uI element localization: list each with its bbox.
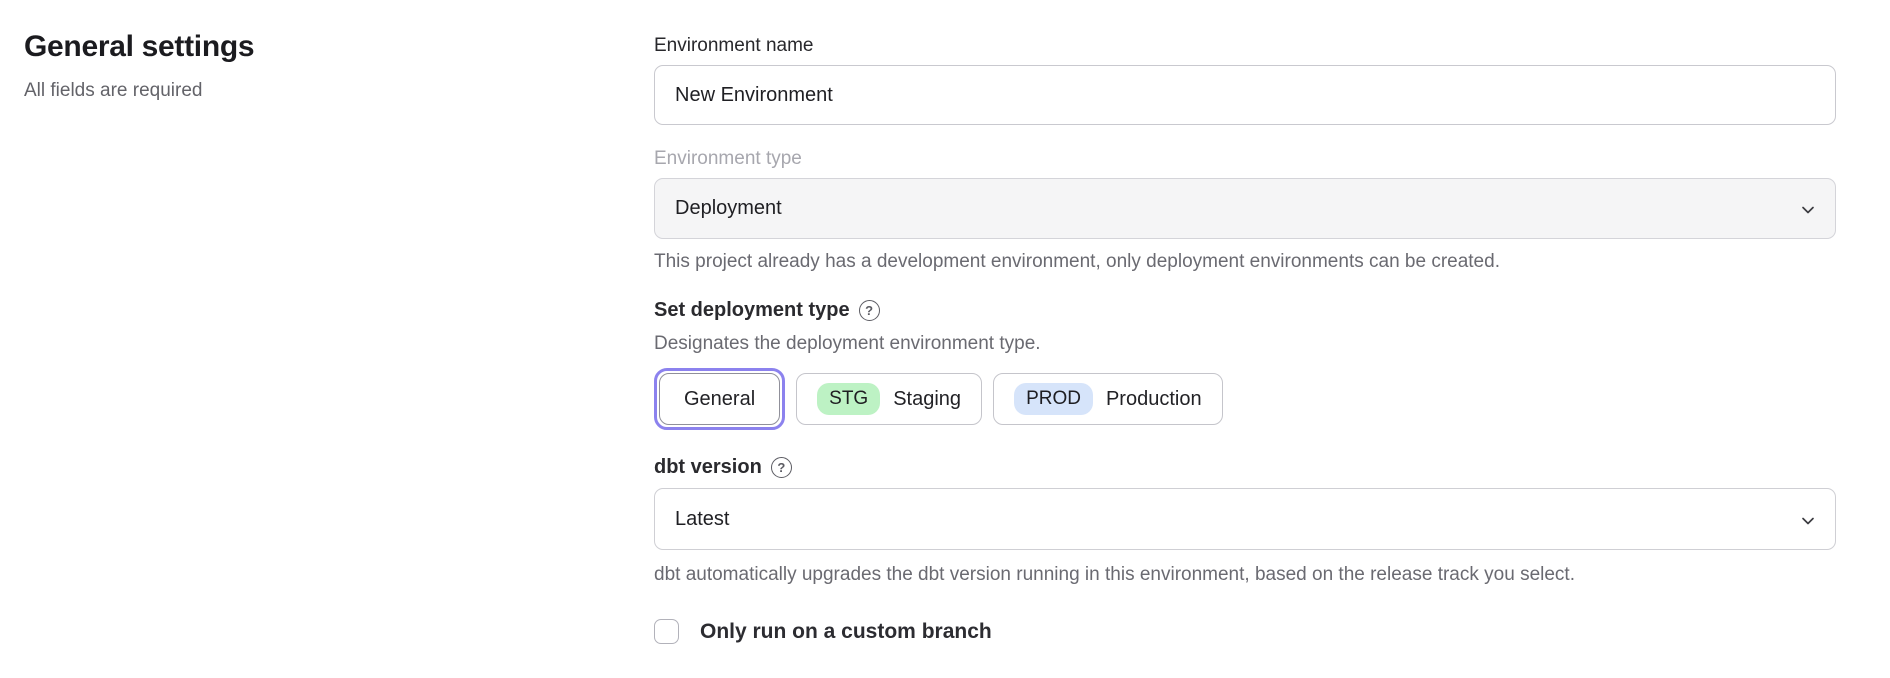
environment-type-select: Deployment: [654, 178, 1836, 239]
page-subtitle: All fields are required: [24, 79, 203, 101]
dbt-version-helper: dbt automatically upgrades the dbt versi…: [654, 564, 1575, 585]
help-icon[interactable]: ?: [770, 456, 792, 478]
deployment-type-helper: Designates the deployment environment ty…: [654, 333, 1041, 354]
custom-branch-row: Only run on a custom branch: [654, 619, 1836, 645]
production-button-label: Production: [1105, 387, 1202, 410]
deployment-type-option-production[interactable]: PROD Production: [993, 373, 1223, 425]
chevron-down-icon: [1802, 206, 1814, 214]
production-badge: PROD: [1014, 382, 1093, 416]
environment-name-input[interactable]: [654, 65, 1836, 125]
help-icon[interactable]: ?: [858, 299, 880, 321]
general-button[interactable]: General: [659, 373, 781, 425]
deployment-type-label: Set deployment type: [654, 299, 850, 321]
deployment-type-option-staging[interactable]: STG Staging: [796, 373, 983, 425]
dbt-version-value: Latest: [675, 507, 730, 530]
dbt-version-label: dbt version: [654, 456, 762, 478]
deployment-type-section-header: Set deployment type ?: [654, 299, 1836, 321]
deployment-type-options: General STG Staging PROD Production: [654, 368, 1836, 430]
custom-branch-label: Only run on a custom branch: [700, 620, 992, 643]
environment-type-helper: This project already has a development e…: [654, 251, 1500, 272]
page-title: General settings: [24, 30, 255, 63]
environment-form: Environment name Environment type Deploy…: [654, 0, 1836, 678]
general-button-label: General: [684, 387, 756, 410]
environment-type-value: Deployment: [675, 197, 782, 219]
custom-branch-checkbox[interactable]: [654, 619, 679, 645]
staging-badge: STG: [817, 382, 881, 416]
environment-name-label: Environment name: [654, 35, 814, 56]
environment-type-label: Environment type: [654, 148, 802, 169]
chevron-down-icon: [1802, 517, 1814, 524]
staging-button-label: Staging: [893, 387, 962, 410]
settings-header: General settings All fields are required: [0, 0, 654, 678]
dbt-version-select[interactable]: Latest: [654, 488, 1836, 550]
dbt-version-section-header: dbt version ?: [654, 456, 1836, 478]
deployment-type-option-general[interactable]: General: [654, 368, 786, 430]
